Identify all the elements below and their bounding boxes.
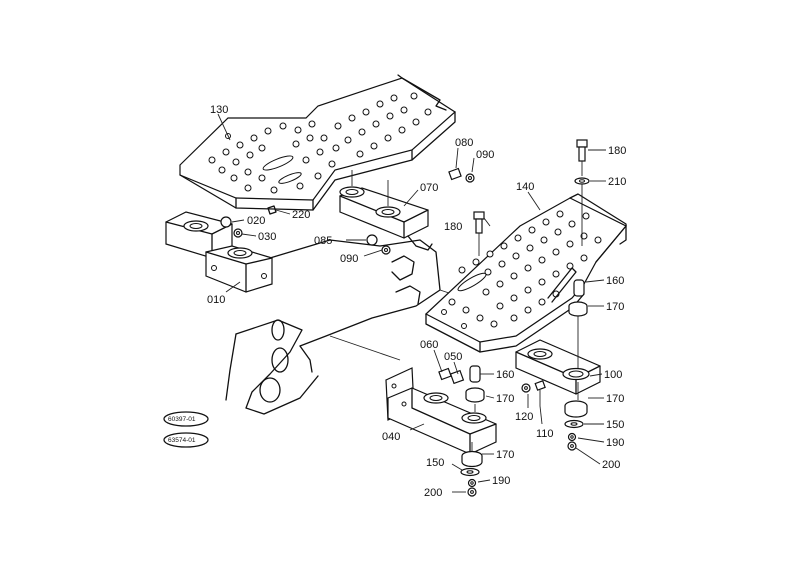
- label-090-mid: 090: [340, 253, 358, 265]
- label-080: 080: [455, 137, 473, 149]
- label-110: 110: [536, 428, 554, 440]
- reference-code-2: 63574-01: [168, 437, 196, 444]
- label-130: 130: [210, 104, 228, 116]
- label-040: 040: [382, 431, 400, 443]
- bracket-010: [165, 211, 273, 293]
- step-plate-130: [179, 74, 456, 211]
- label-010: 010: [207, 294, 225, 306]
- label-150-stack: 150: [606, 419, 624, 431]
- label-090-top: 090: [476, 149, 494, 161]
- bracket-040: [385, 367, 497, 455]
- frame-casting: [225, 239, 471, 415]
- label-170-lower: 170: [496, 449, 514, 461]
- label-150-lower: 150: [426, 457, 444, 469]
- leader-lines: [217, 113, 606, 493]
- label-030: 030: [258, 231, 276, 243]
- label-140: 140: [516, 181, 534, 193]
- label-160-mid: 160: [496, 369, 514, 381]
- label-100: 100: [604, 369, 622, 381]
- label-180-mid: 180: [444, 221, 462, 233]
- label-170-mid: 170: [496, 393, 514, 405]
- plate-140-holes: [441, 210, 602, 329]
- step-plate-140: [424, 193, 627, 353]
- label-050: 050: [444, 351, 462, 363]
- reference-code-1: 60397-01: [168, 416, 196, 423]
- label-170-right: 170: [606, 301, 624, 313]
- label-020: 020: [247, 215, 265, 227]
- bracket-100: [515, 339, 601, 395]
- part-labels: 130 220 020 030 010 080 090 070 085 090 …: [207, 104, 626, 499]
- plate-130-holes: [208, 92, 432, 194]
- label-060: 060: [420, 339, 438, 351]
- bracket-070: [339, 170, 433, 251]
- label-190-lower: 190: [492, 475, 510, 487]
- label-170-stack: 170: [606, 393, 624, 405]
- label-085: 085: [314, 235, 332, 247]
- label-210: 210: [608, 176, 626, 188]
- reference-codes: 60397-01 63574-01: [163, 411, 209, 448]
- label-220: 220: [292, 209, 310, 221]
- label-200-stack: 200: [602, 459, 620, 471]
- label-070: 070: [420, 182, 438, 194]
- label-120: 120: [515, 411, 533, 423]
- label-160-right: 160: [606, 275, 624, 287]
- label-190-stack: 190: [606, 437, 624, 449]
- fasteners: [220, 139, 590, 497]
- label-180-top: 180: [608, 145, 626, 157]
- label-200-lower: 200: [424, 487, 442, 499]
